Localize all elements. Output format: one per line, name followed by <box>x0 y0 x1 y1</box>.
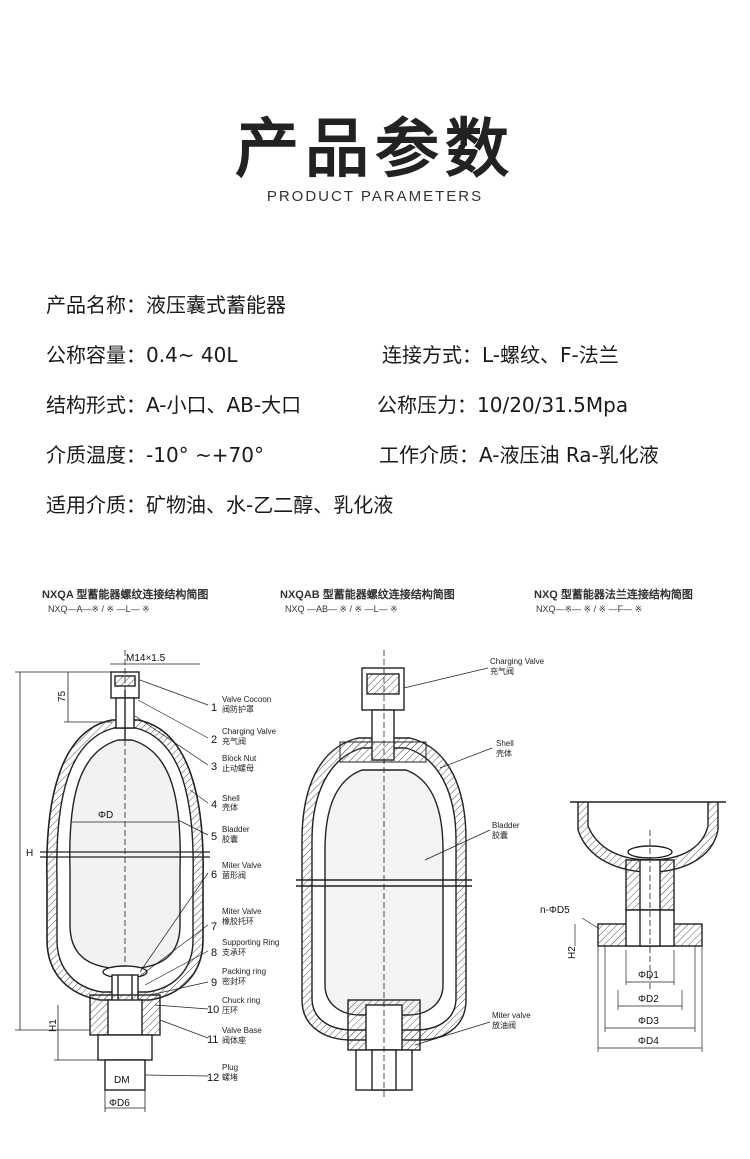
spec-label: 连接方式： <box>382 343 482 367</box>
part-en: Miter valve <box>492 1011 531 1020</box>
spec-connection: 连接方式：L-螺纹、F-法兰 <box>382 339 619 368</box>
diagram-right-title: NXQ 型蓄能器法兰连接结构简图 <box>534 589 693 601</box>
part-en: Chuck ring <box>222 996 260 1005</box>
left-accumulator-drawing <box>40 650 210 1091</box>
part-en: Supporting Ring <box>222 938 279 947</box>
part-cn: 胶囊 <box>492 830 508 840</box>
part-num: 5 <box>211 831 217 843</box>
dim-H1: H1 <box>48 1019 59 1032</box>
page-title: 产品参数 <box>235 113 515 187</box>
part-num: 7 <box>211 921 217 933</box>
dim-H: H <box>26 848 33 859</box>
part-cn: 支承环 <box>222 947 246 957</box>
part-num: 10 <box>207 1004 219 1016</box>
part-en: Packing ring <box>222 967 266 976</box>
spec-name: 产品名称：液压囊式蓄能器 <box>46 289 286 318</box>
part-num: 8 <box>211 947 217 959</box>
part-en: Bladder <box>492 821 520 830</box>
dim-D3: ΦD3 <box>638 1016 659 1027</box>
spec-label: 公称容量： <box>46 343 146 367</box>
spec-value: L-螺纹、F-法兰 <box>482 343 619 367</box>
part-en: Miter Valve <box>222 907 262 916</box>
diagram-left-title: NXQA 型蓄能器螺纹连接结构简图 <box>42 589 209 601</box>
dim-DM: DM <box>114 1075 130 1086</box>
spec-label: 公称压力： <box>377 393 477 417</box>
spec-label: 工作介质： <box>379 443 479 467</box>
part-en: Charging Valve <box>222 727 277 736</box>
part-cn: 菌形阀 <box>222 870 246 880</box>
diagram-left-code: NXQ—A—※ / ※ —L— ※ <box>48 604 150 614</box>
middle-part-labels: Charging Valve 充气阀 Shell 壳体 Bladder 胶囊 M… <box>490 657 545 1030</box>
part-cn: 充气阀 <box>490 666 514 676</box>
spec-label: 适用介质： <box>46 493 146 517</box>
spec-value: -10° ~+70° <box>146 443 264 467</box>
part-en: Plug <box>222 1063 238 1072</box>
part-en: Valve Cocoon <box>222 695 271 704</box>
spec-value: A-小口、AB-大口 <box>146 393 302 417</box>
page-subtitle: PRODUCT PARAMETERS <box>266 188 484 205</box>
dim-nD5: n-ΦD5 <box>540 905 570 916</box>
part-cn: 胶囊 <box>222 834 238 844</box>
spec-label: 介质温度： <box>46 443 146 467</box>
part-num: 3 <box>211 761 217 773</box>
spec-value: 液压囊式蓄能器 <box>146 293 286 317</box>
dim-D1: ΦD1 <box>638 970 659 981</box>
part-cn: 阀体座 <box>222 1035 246 1045</box>
middle-accumulator-drawing <box>296 650 472 1100</box>
spec-value: 10/20/31.5Mpa <box>477 393 629 417</box>
part-en: Shell <box>222 794 240 803</box>
part-cn: 螺堵 <box>222 1072 238 1082</box>
dim-phiD6: ΦD6 <box>109 1098 130 1109</box>
left-part-labels: 1 Valve Cocoon 阀防护罩 2 Charging Valve 充气阀… <box>207 695 279 1084</box>
spec-label: 结构形式： <box>46 393 146 417</box>
part-cn: 放油阀 <box>492 1020 516 1030</box>
dim-75: 75 <box>57 690 68 702</box>
part-num: 1 <box>211 702 217 714</box>
part-cn: 充气阀 <box>222 736 246 746</box>
part-cn: 止动螺母 <box>222 763 254 773</box>
spec-capacity: 公称容量：0.4~ 40L <box>46 339 238 368</box>
part-en: Miter Valve <box>222 861 262 870</box>
diagram-middle-code: NXQ —AB— ※ / ※ —L— ※ <box>285 604 398 614</box>
part-num: 6 <box>211 869 217 881</box>
spec-applicable: 适用介质：矿物油、水-乙二醇、乳化液 <box>46 489 393 518</box>
part-num: 11 <box>207 1034 218 1046</box>
part-cn: 橡胶托环 <box>222 916 254 926</box>
part-en: Valve Base <box>222 1026 262 1035</box>
part-cn: 压环 <box>222 1006 238 1015</box>
spec-label: 产品名称： <box>46 293 146 317</box>
spec-temperature: 介质温度：-10° ~+70° <box>46 439 264 468</box>
spec-pressure: 公称压力：10/20/31.5Mpa <box>377 389 628 418</box>
dim-D2: ΦD2 <box>638 994 659 1005</box>
spec-value: A-液压油 Ra-乳化液 <box>479 443 659 467</box>
part-cn: 密封环 <box>222 976 246 986</box>
part-cn: 壳体 <box>222 802 238 812</box>
spec-medium: 工作介质：A-液压油 Ra-乳化液 <box>379 439 659 468</box>
spec-structure: 结构形式：A-小口、AB-大口 <box>46 389 301 418</box>
right-flange-drawing <box>570 801 726 990</box>
part-en: Charging Valve <box>490 657 545 666</box>
dim-m14: M14×1.5 <box>126 653 166 664</box>
dim-phiD: ΦD <box>98 810 113 821</box>
right-dims: n-ΦD5 H2 ΦD1 ΦD2 ΦD3 ΦD4 <box>540 905 659 1047</box>
spec-value: 0.4~ 40L <box>146 343 238 367</box>
part-en: Bladder <box>222 825 250 834</box>
diagram-middle-title: NXQAB 型蓄能器螺纹连接结构简图 <box>280 589 455 601</box>
dim-H2: H2 <box>567 946 578 959</box>
part-en: Shell <box>496 739 514 748</box>
diagram-right-code: NXQ—※— ※ / ※ —F— ※ <box>536 604 643 614</box>
spec-value: 矿物油、水-乙二醇、乳化液 <box>146 493 394 517</box>
part-num: 9 <box>211 977 217 989</box>
part-num: 2 <box>211 734 217 746</box>
part-cn: 壳体 <box>496 748 512 758</box>
dim-D4: ΦD4 <box>638 1036 659 1047</box>
part-num: 12 <box>207 1072 219 1084</box>
part-num: 4 <box>211 799 217 811</box>
part-cn: 阀防护罩 <box>222 704 254 714</box>
part-en: Block Nut <box>222 754 257 763</box>
